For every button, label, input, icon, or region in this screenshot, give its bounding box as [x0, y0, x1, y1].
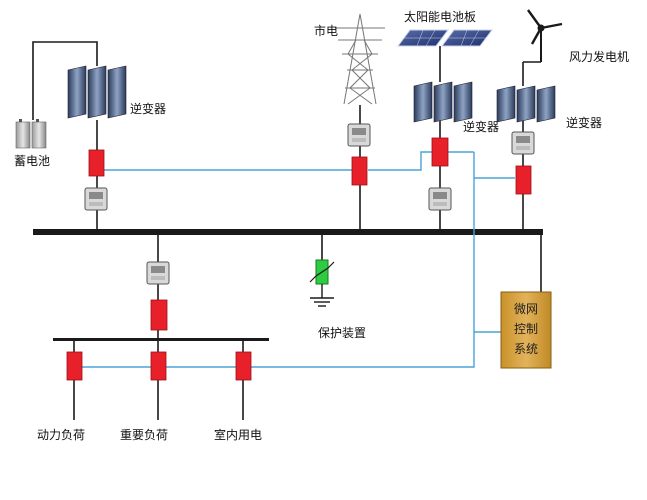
control-system-box: 微网 控制 系统: [500, 291, 552, 369]
transmission-tower: [335, 13, 385, 105]
breaker-load-feeder: [150, 299, 168, 331]
breaker-pv: [431, 137, 449, 167]
load-busbar: [53, 338, 269, 341]
meter-left: [84, 187, 108, 211]
signal-line-trunk: [473, 152, 501, 333]
control-system-line1: 微网: [514, 302, 538, 316]
protection-device: [309, 259, 335, 307]
main-busbar: [33, 229, 543, 235]
control-system-line3: 系统: [514, 342, 538, 356]
label-wind-turbine: 风力发电机: [569, 50, 630, 64]
breaker-left: [88, 149, 105, 177]
wind-turbine: [523, 9, 563, 63]
battery-link-wire: [32, 41, 98, 120]
breaker-wind: [515, 165, 532, 195]
inverter-right: [496, 85, 556, 123]
label-inverter-middle: 逆变器: [463, 120, 500, 134]
breaker-indoor-load: [235, 351, 252, 381]
breaker-critical-load: [150, 351, 167, 381]
meter-grid: [347, 123, 371, 147]
label-solar-panels: 太阳能电池板: [404, 10, 477, 24]
signal-line-to-control: [249, 332, 475, 368]
inverter-left: [67, 65, 127, 119]
control-system-line2: 控制: [514, 322, 538, 336]
breakers: [66, 137, 532, 381]
inverter-middle: [413, 81, 473, 123]
breaker-grid: [351, 156, 368, 186]
label-storage-battery: 蓄电池: [14, 154, 51, 168]
label-indoor-load: 室内用电: [214, 428, 263, 442]
storage-battery: [15, 119, 47, 149]
label-protection-device: 保护装置: [318, 326, 367, 340]
meter-wind: [511, 131, 535, 155]
label-critical-load: 重要负荷: [120, 428, 169, 442]
label-inverter-left: 逆变器: [130, 102, 167, 116]
label-inverter-right: 逆变器: [566, 116, 603, 130]
solar-panels: [397, 29, 493, 58]
meter-pv: [428, 187, 452, 211]
signal-wiring: [80, 151, 515, 368]
label-utility-grid: 市电: [314, 24, 339, 38]
label-power-load: 动力负荷: [37, 428, 86, 442]
breaker-power-load: [66, 351, 83, 381]
signal-line-grid-pv: [368, 151, 432, 171]
meter-load: [146, 261, 170, 285]
